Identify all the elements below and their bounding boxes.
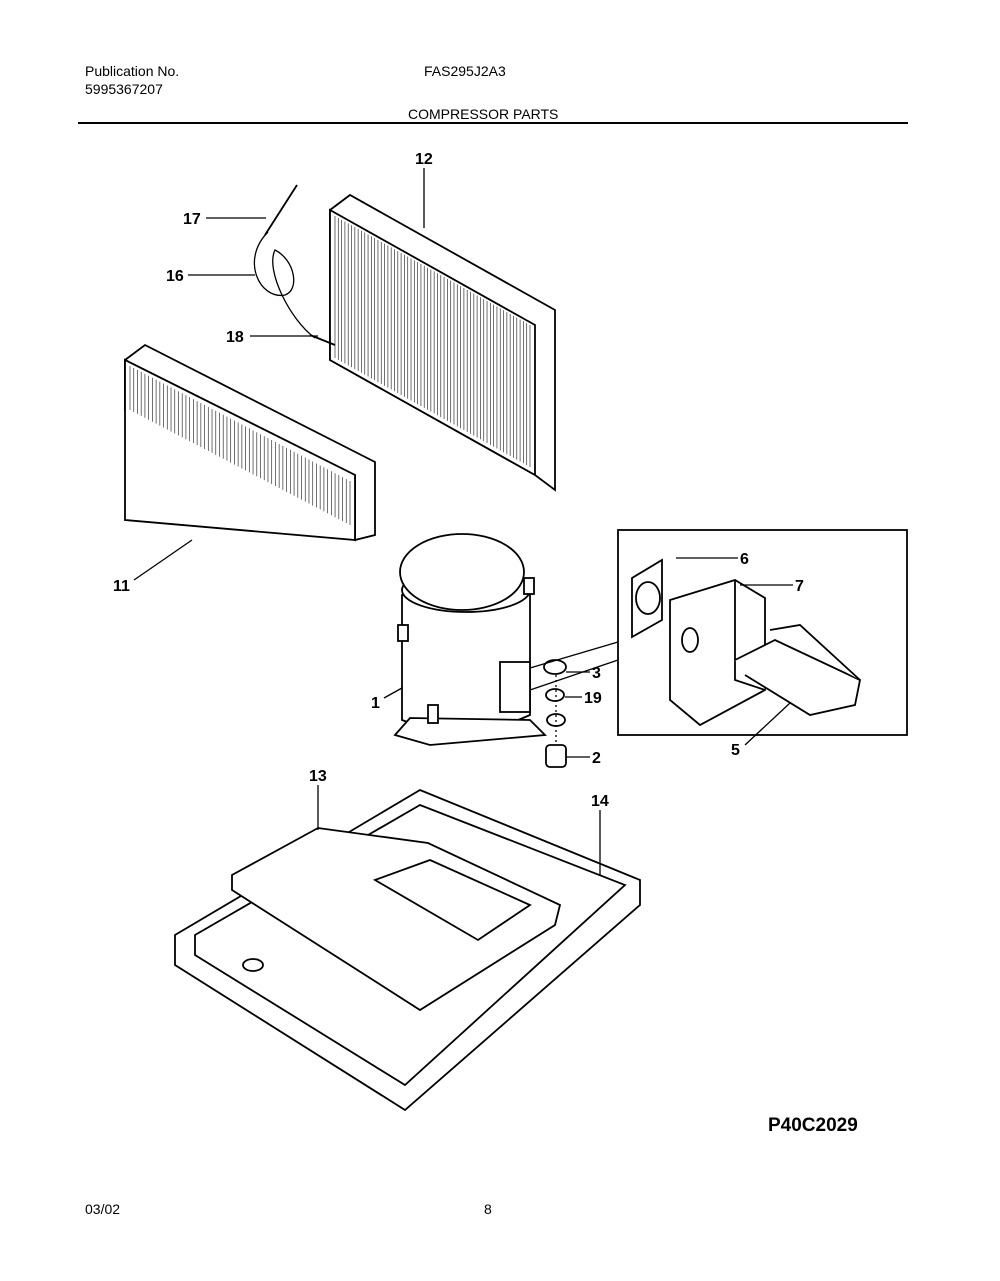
evaporator-coil: [124, 343, 376, 542]
section-title: COMPRESSOR PARTS: [408, 106, 559, 122]
callout-14: 14: [591, 793, 609, 810]
callout-17: 17: [183, 211, 201, 228]
callout-11: 11: [113, 578, 130, 595]
model-number: FAS295J2A3: [424, 63, 506, 79]
diagram-code: P40C2029: [768, 1115, 858, 1136]
callout-16: 16: [166, 268, 184, 285]
callout-7: 7: [795, 578, 804, 595]
callout-13: 13: [309, 768, 327, 785]
publication-label: Publication No.: [85, 63, 180, 79]
callout-18: 18: [226, 329, 244, 346]
capillary-tube: [253, 184, 336, 346]
callout-1: 1: [371, 695, 380, 712]
condenser-coil: [329, 193, 556, 492]
callout-3: 3: [592, 665, 601, 682]
compressor: [393, 533, 548, 746]
publication-number: 5995367207: [85, 81, 163, 97]
callout-2: 2: [592, 750, 601, 767]
page-number: 8: [484, 1201, 492, 1217]
terminal-cover-inset: [529, 529, 908, 736]
callout-6: 6: [740, 551, 749, 568]
header-rule: [78, 122, 908, 124]
mounting-hardware: [543, 659, 567, 768]
callout-5: 5: [731, 742, 740, 759]
footer-date: 03/02: [85, 1201, 121, 1217]
leader-lines: [133, 168, 793, 875]
callout-12: 12: [415, 151, 433, 168]
mounting-plate: [231, 827, 562, 1012]
callout-19: 19: [584, 690, 602, 707]
